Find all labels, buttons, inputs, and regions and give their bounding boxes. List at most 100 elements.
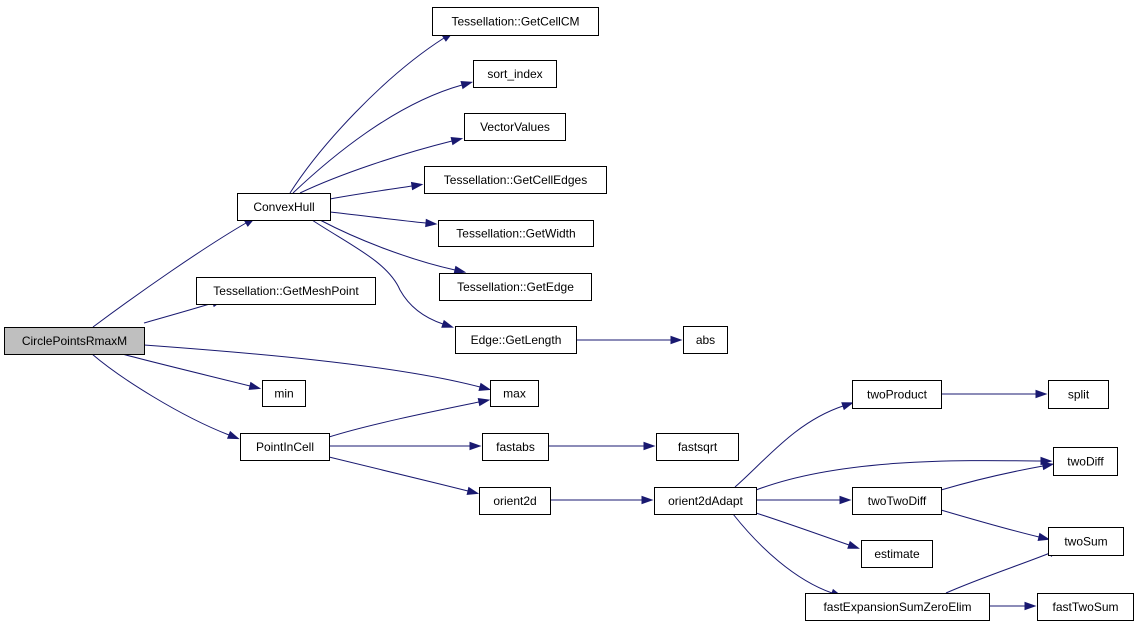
- arrow-head-icon: [847, 540, 860, 549]
- edge-convexhull-to-vectorvalues: [299, 137, 464, 194]
- node-fastexpansionsumzeroelim[interactable]: fastExpansionSumZeroElim: [805, 593, 990, 621]
- edge-pointincell-to-max: [328, 398, 491, 438]
- node-orient2dadapt[interactable]: orient2dAdapt: [654, 487, 757, 515]
- arrow-head-icon: [441, 319, 454, 328]
- node-box: [852, 487, 942, 515]
- arrow-head-icon: [1024, 601, 1037, 611]
- edge-line: [329, 211, 427, 224]
- node-label: estimate: [874, 547, 920, 561]
- node-min[interactable]: min: [262, 380, 306, 407]
- node-fasttwosum[interactable]: fastTwoSum: [1037, 593, 1134, 621]
- edge-orient2dadapt-to-twotwodiff: [756, 495, 852, 505]
- edge-line: [143, 344, 481, 388]
- node-box: [464, 113, 566, 141]
- node-sort-index[interactable]: sort_index: [473, 60, 557, 88]
- arrow-head-icon: [478, 382, 492, 391]
- node-convexhull[interactable]: ConvexHull: [237, 193, 331, 221]
- node-label: CirclePointsRmaxM: [22, 334, 127, 348]
- node-label: Tessellation::GetEdge: [457, 280, 574, 294]
- node-label: twoSum: [1064, 535, 1107, 549]
- node-getedge[interactable]: Tessellation::GetEdge: [439, 273, 592, 301]
- arrow-head-icon: [477, 398, 491, 407]
- node-twosum[interactable]: twoSum: [1048, 527, 1124, 556]
- node-label: Tessellation::GetCellCM: [451, 15, 579, 29]
- node-abs[interactable]: abs: [683, 326, 728, 354]
- node-label: Tessellation::GetWidth: [456, 227, 575, 241]
- node-getcellcm[interactable]: Tessellation::GetCellCM: [432, 7, 599, 36]
- node-split[interactable]: split: [1048, 380, 1109, 409]
- node-label: fastsqrt: [678, 440, 718, 454]
- node-orient2d[interactable]: orient2d: [479, 487, 551, 515]
- node-box: [683, 326, 728, 354]
- node-box: [479, 487, 551, 515]
- edge-fastabs-to-fastsqrt: [548, 441, 656, 451]
- node-fastsqrt[interactable]: fastsqrt: [656, 433, 739, 461]
- arrow-head-icon: [841, 402, 854, 411]
- edge-line: [328, 456, 469, 492]
- node-box: [473, 60, 557, 88]
- node-label: sort_index: [487, 67, 542, 81]
- node-getcelledges[interactable]: Tessellation::GetCellEdges: [424, 166, 607, 194]
- node-label: fastabs: [496, 440, 535, 454]
- node-label: abs: [696, 333, 715, 347]
- edge-edge-getlength-to-abs: [576, 335, 683, 345]
- node-label: ConvexHull: [253, 200, 314, 214]
- edge-pointincell-to-fastabs: [329, 441, 482, 451]
- arrow-head-icon: [641, 495, 654, 505]
- node-box: [1048, 380, 1109, 409]
- edge-line: [734, 405, 844, 488]
- node-pointincell[interactable]: PointInCell: [240, 433, 330, 461]
- edge-line: [289, 37, 445, 194]
- edge-line: [143, 302, 214, 324]
- arrow-head-icon: [410, 181, 424, 191]
- edge-line: [319, 219, 456, 271]
- node-label: twoTwoDiff: [868, 494, 927, 508]
- node-box: [432, 7, 599, 36]
- node-box: [1048, 527, 1124, 556]
- node-box: [438, 220, 594, 247]
- node-label: split: [1068, 388, 1090, 402]
- node-label: Tessellation::GetMeshPoint: [213, 284, 359, 298]
- edge-orient2d-to-orient2dadapt: [550, 495, 654, 505]
- node-twoproduct[interactable]: twoProduct: [852, 380, 942, 409]
- arrow-head-icon: [466, 486, 480, 495]
- node-box: [262, 380, 306, 407]
- edge-twotwodiff-to-twodiff: [940, 461, 1055, 491]
- node-getmeshpoint[interactable]: Tessellation::GetMeshPoint: [196, 277, 376, 305]
- edge-line: [329, 185, 413, 200]
- edge-line: [292, 84, 463, 194]
- arrow-head-icon: [643, 441, 656, 451]
- node-box: [455, 326, 577, 354]
- edge-line: [755, 460, 1042, 491]
- node-box: [852, 380, 942, 409]
- node-box: [861, 540, 933, 568]
- node-label: min: [274, 387, 293, 401]
- node-circlepointsrmaxm[interactable]: CirclePointsRmaxM: [4, 327, 145, 355]
- node-label: orient2dAdapt: [668, 494, 743, 508]
- edge-line: [940, 465, 1044, 491]
- node-getwidth[interactable]: Tessellation::GetWidth: [438, 220, 594, 247]
- node-box: [482, 433, 549, 461]
- edge-orient2dadapt-to-twoproduct: [734, 402, 854, 488]
- node-twotwodiff[interactable]: twoTwoDiff: [852, 487, 942, 515]
- node-box: [196, 277, 376, 305]
- node-estimate[interactable]: estimate: [861, 540, 933, 568]
- node-edge-getlength[interactable]: Edge::GetLength: [455, 326, 577, 354]
- node-box: [1053, 447, 1118, 476]
- node-box: [237, 193, 331, 221]
- edge-twotwodiff-to-twosum: [940, 509, 1051, 541]
- node-max[interactable]: max: [490, 380, 539, 407]
- edge-circlepointsrmaxm-to-convexhull: [92, 217, 256, 328]
- arrow-head-icon: [453, 265, 467, 274]
- node-box: [654, 487, 757, 515]
- node-twodiff[interactable]: twoDiff: [1053, 447, 1118, 476]
- edge-line: [299, 140, 453, 194]
- edge-pointincell-to-orient2d: [328, 456, 480, 495]
- node-vectorvalues[interactable]: VectorValues: [464, 113, 566, 141]
- edge-line: [91, 353, 230, 436]
- node-fastabs[interactable]: fastabs: [482, 433, 549, 461]
- edge-orient2dadapt-to-estimate: [755, 512, 860, 549]
- edge-line: [311, 219, 444, 325]
- arrow-head-icon: [1035, 389, 1048, 399]
- node-label: VectorValues: [480, 120, 550, 134]
